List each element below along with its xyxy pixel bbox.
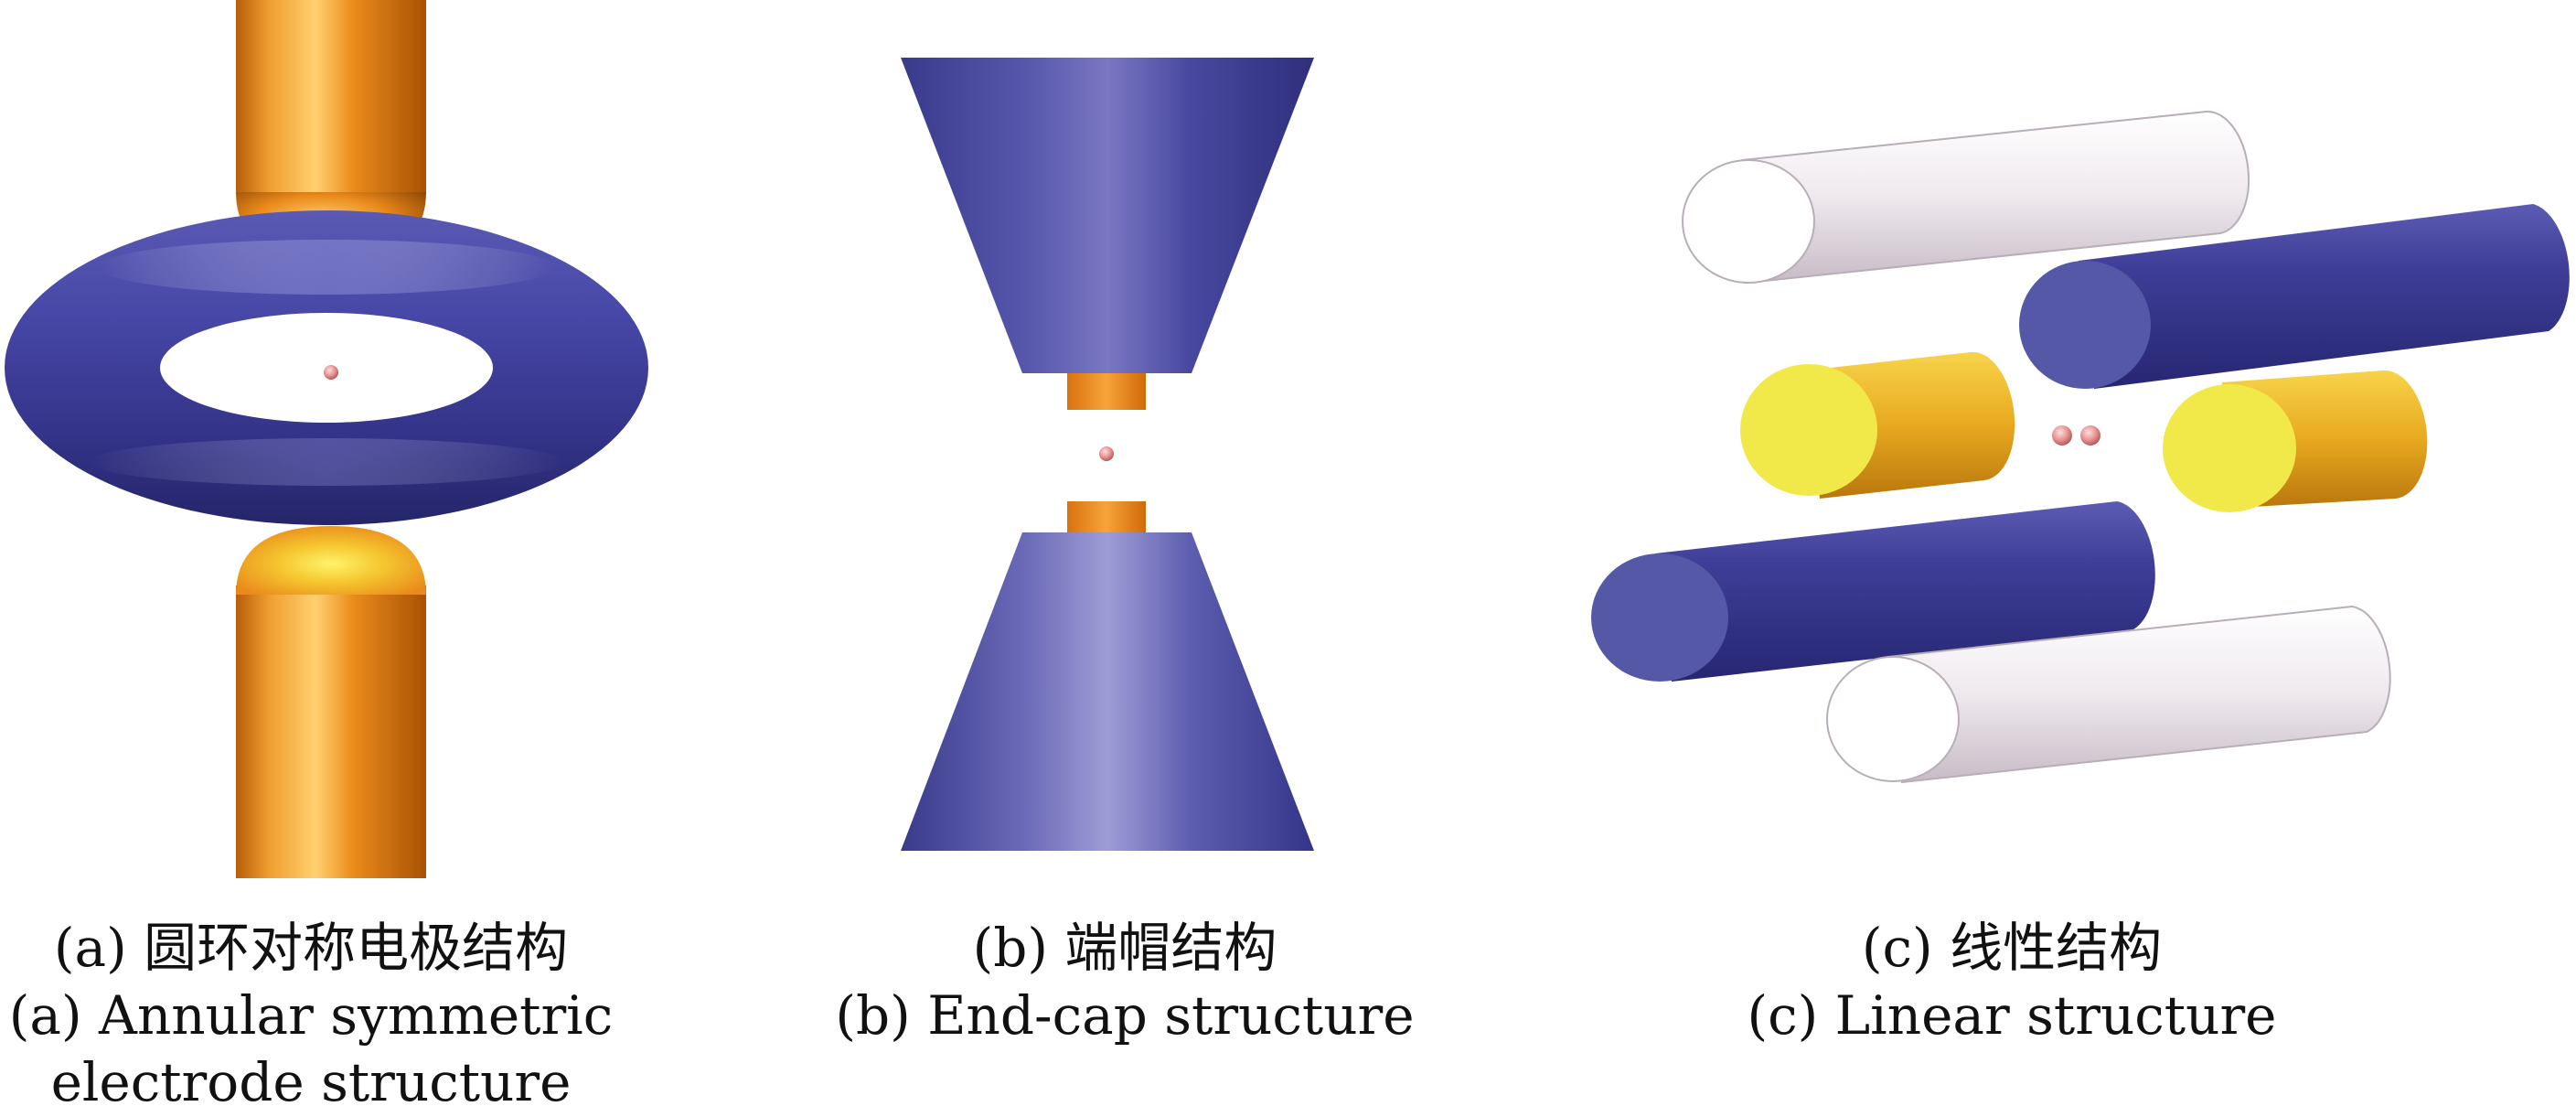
panel-b-endcap-trap: [901, 58, 1314, 851]
caption-a-cn: (a) 圆环对称电极结构: [53, 917, 569, 979]
panel-c-linear-trap: [1591, 110, 2570, 784]
yellow-rod-right: [2163, 370, 2428, 512]
caption-b-cn: (b) 端帽结构: [972, 917, 1277, 979]
trapped-ion: [324, 365, 338, 380]
caption-b-en: (b) End-cap structure: [835, 983, 1415, 1047]
caption-a-en-line2: electrode structure: [50, 1051, 572, 1114]
caption-c-cn: (c) 线性结构: [1861, 917, 2163, 979]
caption-a-en-line1: (a) Annular symmetric: [8, 983, 614, 1047]
caption-panel-c: (c) 线性结构 (c) Linear structure: [1692, 915, 2332, 1049]
caption-c-en: (c) Linear structure: [1747, 983, 2277, 1047]
white-rod-top: [1682, 110, 2250, 284]
ring-electrode: [5, 210, 648, 525]
yellow-rod-left: [1740, 351, 2015, 499]
trapped-ion-1: [2052, 425, 2072, 446]
upper-electrode-shaft: [236, 0, 426, 137]
upper-cone-electrode: [901, 58, 1314, 373]
lower-endcap-tip: [1067, 501, 1146, 534]
caption-panel-a: (a) 圆环对称电极结构 (a) Annular symmetric elect…: [0, 915, 622, 1117]
trapped-ion-2: [2080, 425, 2100, 446]
caption-panel-b: (b) 端帽结构 (b) End-cap structure: [805, 915, 1445, 1049]
lower-cone-electrode: [901, 532, 1314, 851]
trapped-ion: [1099, 446, 1114, 461]
blue-rod-bottom: [1591, 501, 2155, 682]
blue-rod-top: [2019, 204, 2570, 389]
upper-endcap-tip: [1067, 373, 1146, 410]
lower-orange-electrode: [236, 526, 426, 878]
panel-a-annular-trap: [5, 0, 648, 878]
white-rod-bottom: [1826, 605, 2391, 784]
